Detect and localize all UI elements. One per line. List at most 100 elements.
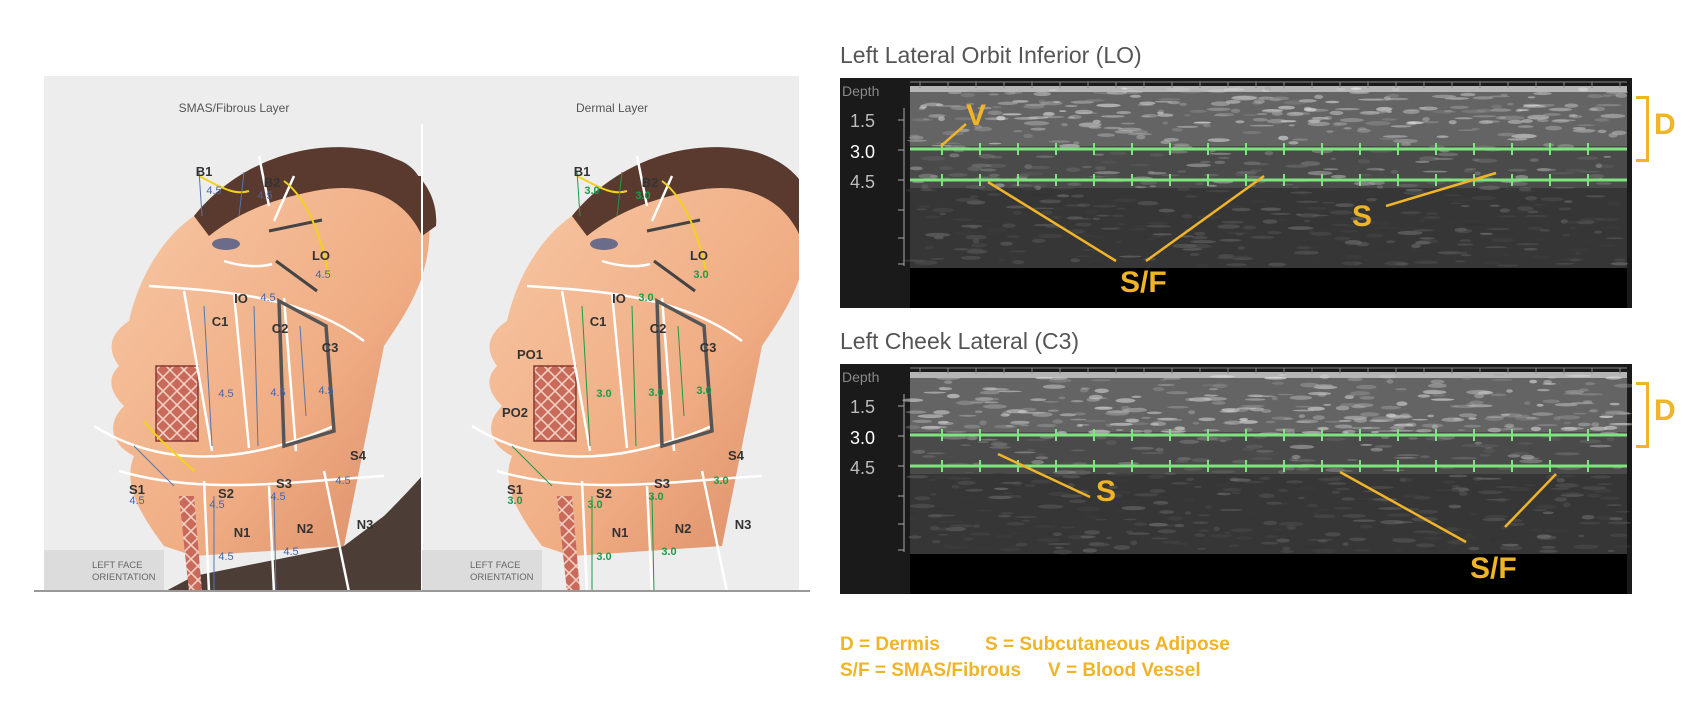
- legend-line-1: D = Dermis S = Subcutaneous Adipose: [840, 634, 1230, 656]
- depth-value: 4.5: [335, 475, 350, 487]
- zone-label-io: IO: [612, 291, 626, 306]
- annotation-leaders: [997, 452, 1557, 544]
- depth-value: 4.5: [260, 292, 275, 304]
- depth-label-1-5: 1.5: [850, 397, 875, 417]
- zone-label-n1: N1: [612, 525, 629, 540]
- dermis-bracket: [1636, 96, 1649, 162]
- legend-smas: S/F = SMAS/Fibrous: [840, 660, 1022, 681]
- depth-value: 3.0: [507, 495, 522, 507]
- zone-label-c1: C1: [590, 314, 607, 329]
- panel-smas-layer: SMAS/Fibrous Layer: [44, 101, 437, 592]
- zone-label-s4: S4: [728, 448, 745, 463]
- depth-value: 3.0: [696, 385, 711, 397]
- ultrasound-panel-lo: Depth 1.5 3.0 4.5 V S S/F: [840, 78, 1632, 308]
- depth-header: Depth: [842, 369, 879, 385]
- depth-value: 3.0: [661, 546, 676, 558]
- dermis-label: D: [1654, 394, 1676, 427]
- hatched-zone: [533, 365, 577, 442]
- depth-header: Depth: [842, 83, 879, 99]
- zone-label-b1: B1: [574, 164, 591, 179]
- ultrasound-title-c3: Left Cheek Lateral (C3): [840, 328, 1080, 354]
- face-zone-diagram: SMAS/Fibrous Layer: [44, 76, 799, 592]
- zone-label-s3: S3: [654, 476, 670, 491]
- panel-title: Dermal Layer: [576, 101, 648, 115]
- zone-label-n2: N2: [297, 521, 314, 536]
- zone-label-po2: PO2: [502, 405, 528, 420]
- orientation-label: ORIENTATION: [470, 572, 534, 583]
- zone-label-n3: N3: [735, 517, 752, 532]
- zone-label-c1: C1: [212, 314, 229, 329]
- depth-value: 3.0: [596, 551, 611, 563]
- ultrasound-image: Depth 1.5 3.0 4.5 V S S/F: [840, 78, 1632, 308]
- zone-label-s2: S2: [218, 486, 234, 501]
- zone-label-io: IO: [234, 291, 248, 306]
- depth-value: 4.5: [218, 388, 233, 400]
- ultrasound-title-lo: Left Lateral Orbit Inferior (LO): [840, 42, 1142, 68]
- zone-label-n1: N1: [234, 525, 251, 540]
- depth-value: 3.0: [648, 387, 663, 399]
- face-zone-diagram-svg: SMAS/Fibrous Layer: [44, 76, 799, 592]
- zone-label-b2: B2: [642, 175, 659, 190]
- zone-label-s3: S3: [276, 476, 292, 491]
- depth-label-3-0: 3.0: [850, 142, 875, 162]
- annotation-s: S: [1352, 200, 1372, 233]
- legend-blood-vessel: V = Blood Vessel: [1048, 660, 1201, 681]
- depth-value: 4.5: [283, 546, 298, 558]
- zone-label-c2: C2: [272, 321, 289, 336]
- orientation-label: LEFT FACE: [92, 560, 143, 571]
- hair: [194, 147, 437, 236]
- ultrasound-image: Depth 1.5 3.0 4.5 S S/F: [840, 364, 1632, 594]
- zone-label-s1: S1: [129, 482, 145, 497]
- depth-value: 3.0: [635, 190, 650, 202]
- depth-value: 3.0: [648, 491, 663, 503]
- hair: [572, 147, 799, 236]
- depth-label-4-5: 4.5: [850, 172, 875, 192]
- zone-label-b1: B1: [196, 164, 213, 179]
- annotation-s: S: [1096, 475, 1116, 508]
- depth-value: 4.5: [257, 190, 272, 202]
- depth-value: 4.5: [270, 387, 285, 399]
- zone-label-s2: S2: [596, 486, 612, 501]
- depth-value: 3.0: [584, 185, 599, 197]
- depth-value: 4.5: [315, 269, 330, 281]
- depth-label-1-5: 1.5: [850, 111, 875, 131]
- zone-label-b2: B2: [264, 175, 281, 190]
- zone-label-c3: C3: [322, 340, 339, 355]
- annotation-sf: S/F: [1120, 266, 1167, 299]
- zone-label-po1: PO1: [517, 347, 543, 362]
- depth-value: 4.5: [206, 185, 221, 197]
- annotation-leaders: [940, 123, 1497, 263]
- ultrasound-panel-c3: Depth 1.5 3.0 4.5 S S/F: [840, 364, 1632, 594]
- annotation-v: V: [966, 99, 986, 132]
- depth-value: 4.5: [270, 491, 285, 503]
- legend-line-2: S/F = SMAS/Fibrous V = Blood Vessel: [840, 660, 1201, 682]
- depth-value: 3.0: [638, 292, 653, 304]
- eye: [590, 238, 618, 250]
- legend-dermis: D = Dermis: [840, 634, 940, 655]
- zone-label-c3: C3: [700, 340, 717, 355]
- depth-value: 3.0: [587, 499, 602, 511]
- eye: [212, 238, 240, 250]
- orientation-label: ORIENTATION: [92, 572, 156, 583]
- panel-dermal-layer: Dermal Layer: [422, 101, 799, 592]
- hatched-zone: [155, 365, 199, 442]
- depth-value: 4.5: [129, 495, 144, 507]
- depth-label-4-5: 4.5: [850, 458, 875, 478]
- depth-value: 3.0: [713, 475, 728, 487]
- depth-label-3-0: 3.0: [850, 428, 875, 448]
- annotation-sf: S/F: [1470, 552, 1517, 585]
- legend-subcutaneous: S = Subcutaneous Adipose: [985, 634, 1230, 655]
- zone-label-s1: S1: [507, 482, 523, 497]
- zone-label-s4: S4: [350, 448, 367, 463]
- zone-label-lo: LO: [690, 248, 708, 263]
- depth-value: 4.5: [318, 385, 333, 397]
- zone-label-lo: LO: [312, 248, 330, 263]
- panel-title: SMAS/Fibrous Layer: [179, 101, 290, 115]
- depth-value: 4.5: [209, 499, 224, 511]
- zone-label-n2: N2: [675, 521, 692, 536]
- diagram-baseline: [34, 590, 810, 592]
- depth-value: 3.0: [693, 269, 708, 281]
- depth-value: 3.0: [596, 388, 611, 400]
- dermis-label: D: [1654, 108, 1676, 141]
- zone-label-c2: C2: [650, 321, 667, 336]
